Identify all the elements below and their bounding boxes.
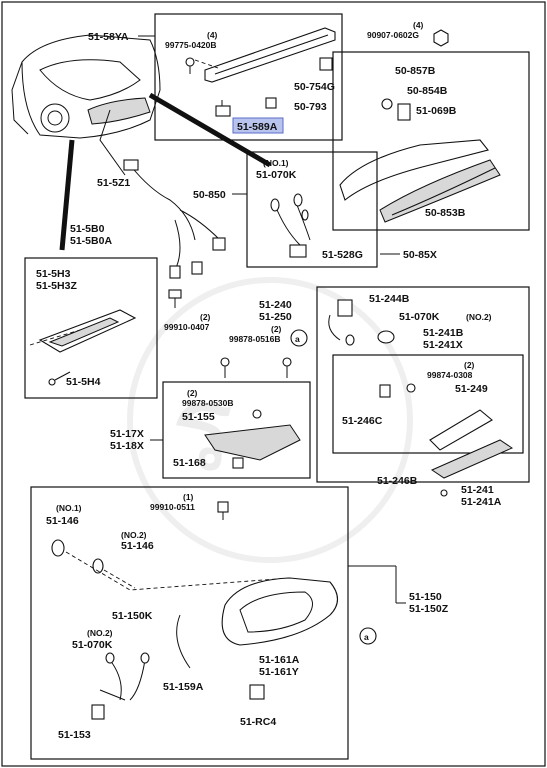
label-51-168: 51-168 [173, 457, 206, 469]
rear-garnish-lower [379, 159, 501, 223]
label-51-070K-a: 51-070K [256, 169, 297, 181]
label-51-RC4: 51-RC4 [240, 716, 276, 728]
label-51-249: 51-249 [455, 383, 488, 395]
ref-a-bottom: a [364, 632, 369, 642]
leader-thick [59, 139, 75, 251]
label-51-18X: 51-18X [110, 440, 144, 452]
label-51-153: 51-153 [58, 729, 91, 741]
label-51-5B0: 51-5B0 [70, 223, 105, 235]
label-51-244B: 51-244B [369, 293, 410, 305]
label-51-070K-no2: 51-070K [399, 311, 440, 323]
label-99910-0407: 99910-0407 [164, 322, 210, 332]
watermark-logo: ร [170, 360, 234, 499]
label-51-246C: 51-246C [342, 415, 383, 427]
label-51-5Z1: 51-5Z1 [97, 177, 130, 189]
label-51-150K: 51-150K [112, 610, 153, 622]
box-rear-side-marker [316, 286, 530, 483]
label-51-250: 51-250 [259, 311, 292, 323]
label-51-146-b: 51-146 [121, 540, 154, 552]
label-no2-d: (NO.2) [87, 628, 113, 638]
box-bracket [162, 381, 311, 479]
label-51-58YA: 51-58YA [88, 31, 129, 43]
label-no1-c: (NO.1) [56, 503, 82, 513]
highlight-51-589A[interactable] [232, 117, 284, 134]
label-99878-0516B: 99878-0516B [229, 334, 281, 344]
label-51-5H3: 51-5H3 [36, 268, 71, 280]
label-51-150: 51-150 [409, 591, 442, 603]
label-51-241: 51-241 [461, 484, 494, 496]
label-51-246B: 51-246B [377, 475, 418, 487]
label-51-155: 51-155 [182, 411, 215, 423]
label-51-5H4: 51-5H4 [66, 376, 101, 388]
label-51-161Y: 51-161Y [259, 666, 299, 678]
label-51-240: 51-240 [259, 299, 292, 311]
label-51-17X: 51-17X [110, 428, 144, 440]
label-99878-0530B: 99878-0530B [182, 398, 234, 408]
label-51-589A[interactable]: 51-589A [237, 121, 278, 133]
headlamp-harness [99, 659, 146, 701]
label-51-069B: 51-069B [416, 105, 457, 117]
label-51-5H3Z: 51-5H3Z [36, 280, 77, 292]
box-rear-garnish [332, 51, 530, 231]
marker-lens [430, 439, 514, 479]
label-51-146-a: 51-146 [46, 515, 79, 527]
leader-line [99, 109, 126, 176]
box-license-lamp [246, 151, 378, 268]
bracket-part [204, 424, 301, 461]
box-rear-marker-inner [332, 354, 524, 454]
label-q4-right: (4) [413, 20, 424, 30]
wire-harness [129, 164, 221, 271]
label-51-241A: 51-241A [461, 496, 502, 508]
label-50-854B: 50-854B [407, 85, 448, 97]
rear-garnish-upper [339, 139, 489, 201]
label-51-070K-d: 51-070K [72, 639, 113, 651]
label-50-850: 50-850 [193, 189, 226, 201]
label-q4-left: (4) [207, 30, 218, 40]
label-51-241X: 51-241X [423, 339, 463, 351]
marker-housing [429, 409, 493, 451]
label-no2-c: (NO.2) [121, 530, 147, 540]
label-99874-0308: 99874-0308 [427, 370, 473, 380]
nut-part [433, 29, 449, 47]
label-51-161A: 51-161A [259, 654, 300, 666]
car-rear-illustration [11, 34, 161, 139]
bulb-part [377, 330, 395, 344]
label-50-793: 50-793 [294, 101, 327, 113]
ref-a-circle-top [290, 329, 308, 347]
label-50-853B: 50-853B [425, 207, 466, 219]
label-51-159A: 51-159A [163, 681, 204, 693]
label-q1: (1) [183, 492, 194, 502]
label-no2-b: (NO.2) [466, 312, 492, 322]
label-90907-0602G: 90907-0602G [367, 30, 419, 40]
ref-a-top: a [295, 334, 300, 344]
label-51-150Z: 51-150Z [409, 603, 449, 615]
box-side-marker [24, 257, 158, 399]
label-no1-a: (NO.1) [263, 158, 289, 168]
label-51-5B0A: 51-5B0A [70, 235, 112, 247]
label-50-857B: 50-857B [395, 65, 436, 77]
watermark-ring [127, 277, 413, 563]
socket-wire [328, 314, 341, 341]
ref-a-circle-bottom [359, 627, 377, 645]
box-high-mount-lamp [154, 13, 343, 141]
label-51-241B: 51-241B [423, 327, 464, 339]
headlamp-unit [221, 577, 339, 646]
label-99775-0420B: 99775-0420B [165, 40, 217, 50]
label-q2-a: (2) [200, 312, 211, 322]
label-q2-c: (2) [464, 360, 475, 370]
label-51-528G: 51-528G [322, 249, 363, 261]
box-headlamp [30, 486, 349, 760]
leader-thick [148, 92, 272, 168]
label-q2-b: (2) [271, 324, 282, 334]
gasket-part [176, 614, 191, 669]
label-q2-d: (2) [187, 388, 198, 398]
label-99910-0511: 99910-0511 [150, 502, 195, 512]
label-50-85X: 50-85X [403, 249, 437, 261]
label-50-754G: 50-754G [294, 81, 335, 93]
